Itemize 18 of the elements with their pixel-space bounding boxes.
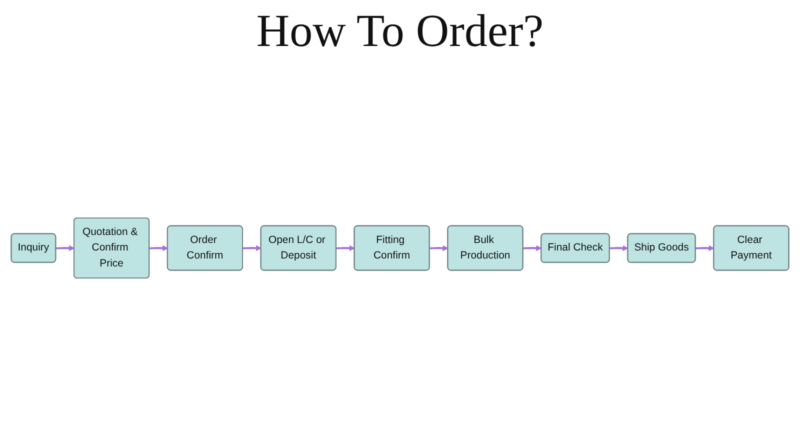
title: How To Order? [256, 4, 544, 57]
process-box: Final Check [540, 233, 610, 263]
arrow [430, 245, 448, 252]
arrow [523, 245, 542, 252]
process-box: Open L/C or Deposit [260, 225, 336, 271]
process-box: Ship Goods [627, 233, 696, 263]
process-box: Order Confirm [166, 225, 244, 271]
arrow [610, 245, 628, 252]
process-box: Inquiry [10, 233, 56, 263]
process-box: Fitting Confirm [354, 225, 430, 271]
arrow [696, 245, 714, 252]
arrow [336, 245, 355, 252]
arrow [242, 245, 262, 252]
arrow [149, 245, 168, 252]
arrow [56, 245, 75, 252]
process-box: Clear Payment [713, 225, 790, 271]
process-box: Bulk Production [447, 225, 524, 271]
process-box: Quotation & Confirm Price [73, 217, 150, 279]
